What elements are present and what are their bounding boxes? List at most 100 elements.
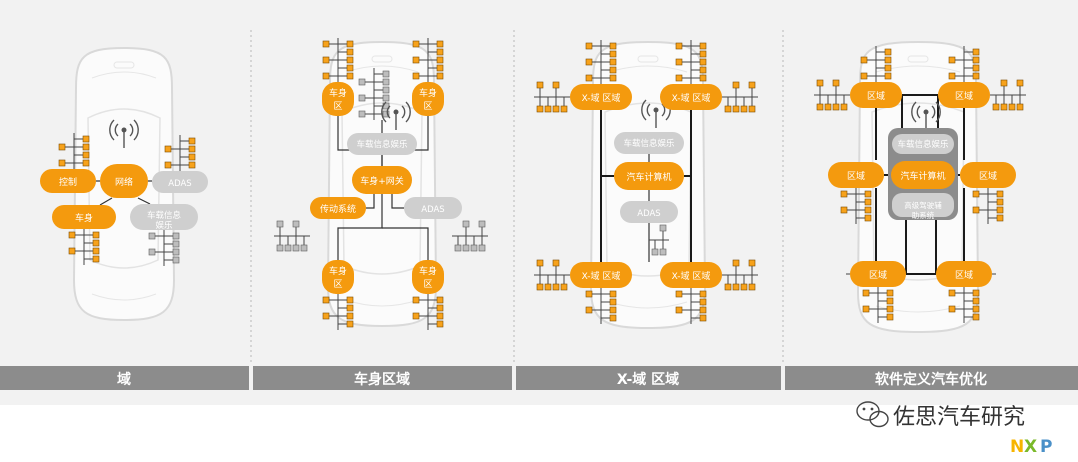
node-vehicle-computer: 汽车计算机 [891,161,955,189]
ecu-cluster [274,220,310,252]
node-label: 车载信息娱乐 [356,139,408,150]
panel-body-zone: 车身区 车身区 车载信息娱乐 车身+网关 传动系统 ADAS 车身区 车身区 [310,82,462,294]
ecu-box [732,259,740,267]
ecu-box [996,214,1004,222]
ecu-box [436,296,444,304]
ecu-box [436,40,444,48]
ecu-box [346,304,354,312]
ecu-box [544,283,552,291]
ecu-box [862,289,870,297]
ecu-box [172,256,180,264]
car-trunk-line [91,293,157,301]
ecu-cluster [322,38,354,82]
antenna-dot [653,107,659,113]
caption-bar [785,366,1078,390]
ecu-box [972,206,980,214]
car-cabin [87,108,161,269]
node-infotainment: 车载信息娱乐 [614,132,684,154]
car-hood-line [875,65,961,73]
node-adas: ADAS [620,201,678,223]
ecu-cluster [649,224,669,256]
node-x-zone-tl: X-域 区域 [570,84,632,110]
node-label: X-域 区域 [672,270,711,282]
antenna-wave [381,101,387,123]
ecu-box [82,159,90,167]
ecu-cluster [534,259,570,291]
ecu-box [972,297,980,305]
ecu-box [884,72,892,80]
ecu-box [68,247,76,255]
ecu-cluster [68,229,100,265]
ecu-box [609,314,617,322]
ecu-box [864,198,872,206]
ecu-box [276,244,284,252]
ecu-box [699,290,707,298]
ecu-box [536,105,544,113]
ecu-box [412,72,420,80]
ecu-box [699,58,707,66]
ecu-box [864,190,872,198]
ecu-box [478,244,486,252]
caption-bar [0,366,249,390]
ecu-box [675,58,683,66]
ecu-box [609,290,617,298]
node-zone-br: 区域 [936,261,992,287]
ecu-box [675,74,683,82]
svg-text:X: X [1024,437,1037,457]
ecu-box [724,105,732,113]
panel-domain: 控制 网络 ADAS 车身 车载信息娱乐 [40,164,208,231]
ecu-box [346,40,354,48]
ecu-cluster [58,133,90,169]
ecu-cluster [948,46,980,82]
ecu-box [322,40,330,48]
ecu-box [172,248,180,256]
ecu-box [732,105,740,113]
ecu-box [996,198,1004,206]
ecu-box [972,289,980,297]
car-emblem [907,55,929,63]
bus-line [137,197,151,205]
ecu-box [659,248,667,256]
ecu-box [82,135,90,143]
ecu-box [824,103,832,111]
ecu-box [58,143,66,151]
ecu-box [58,159,66,167]
ecu-box [346,64,354,72]
ecu-box [748,259,756,267]
bus-line [391,194,404,209]
ecu-box [886,313,894,321]
ecu-box [740,105,748,113]
ecu-box [675,290,683,298]
node-label: 汽车计算机 [626,171,671,183]
ecu-box [884,48,892,56]
ecu-cluster [322,294,354,330]
node-label: 区域 [867,90,885,102]
ecu-cluster [164,135,196,171]
ecu-box [164,161,172,169]
ecu-cluster [990,79,1026,111]
node-infotainment: 车载信息娱乐 [347,133,417,155]
ecu-box [948,56,956,64]
ecu-box [68,231,76,239]
ecu-box [972,48,980,56]
ecu-cluster [675,40,707,84]
node-x-zone-tr: X-域 区域 [660,84,722,110]
node-control: 控制 [40,169,96,193]
node-label: 网络 [115,176,133,188]
ecu-box [840,190,848,198]
node-body-zone-br: 车身区 [412,260,444,294]
ecu-box [864,214,872,222]
node-label: 汽车计算机 [900,170,945,182]
antenna-wave [114,123,119,137]
svg-text:P: P [1040,437,1052,457]
node-zone-mr: 区域 [960,162,1016,188]
ecu-box [148,232,156,240]
node-label: 高级驾驶辅助系统 [904,200,942,220]
ecu-box [92,255,100,263]
leaf-trees [58,38,1026,330]
node-zone-tl: 区域 [850,82,902,108]
ecu-box [609,306,617,314]
ecu-box [699,314,707,322]
node-label: 车身区 [329,265,347,290]
